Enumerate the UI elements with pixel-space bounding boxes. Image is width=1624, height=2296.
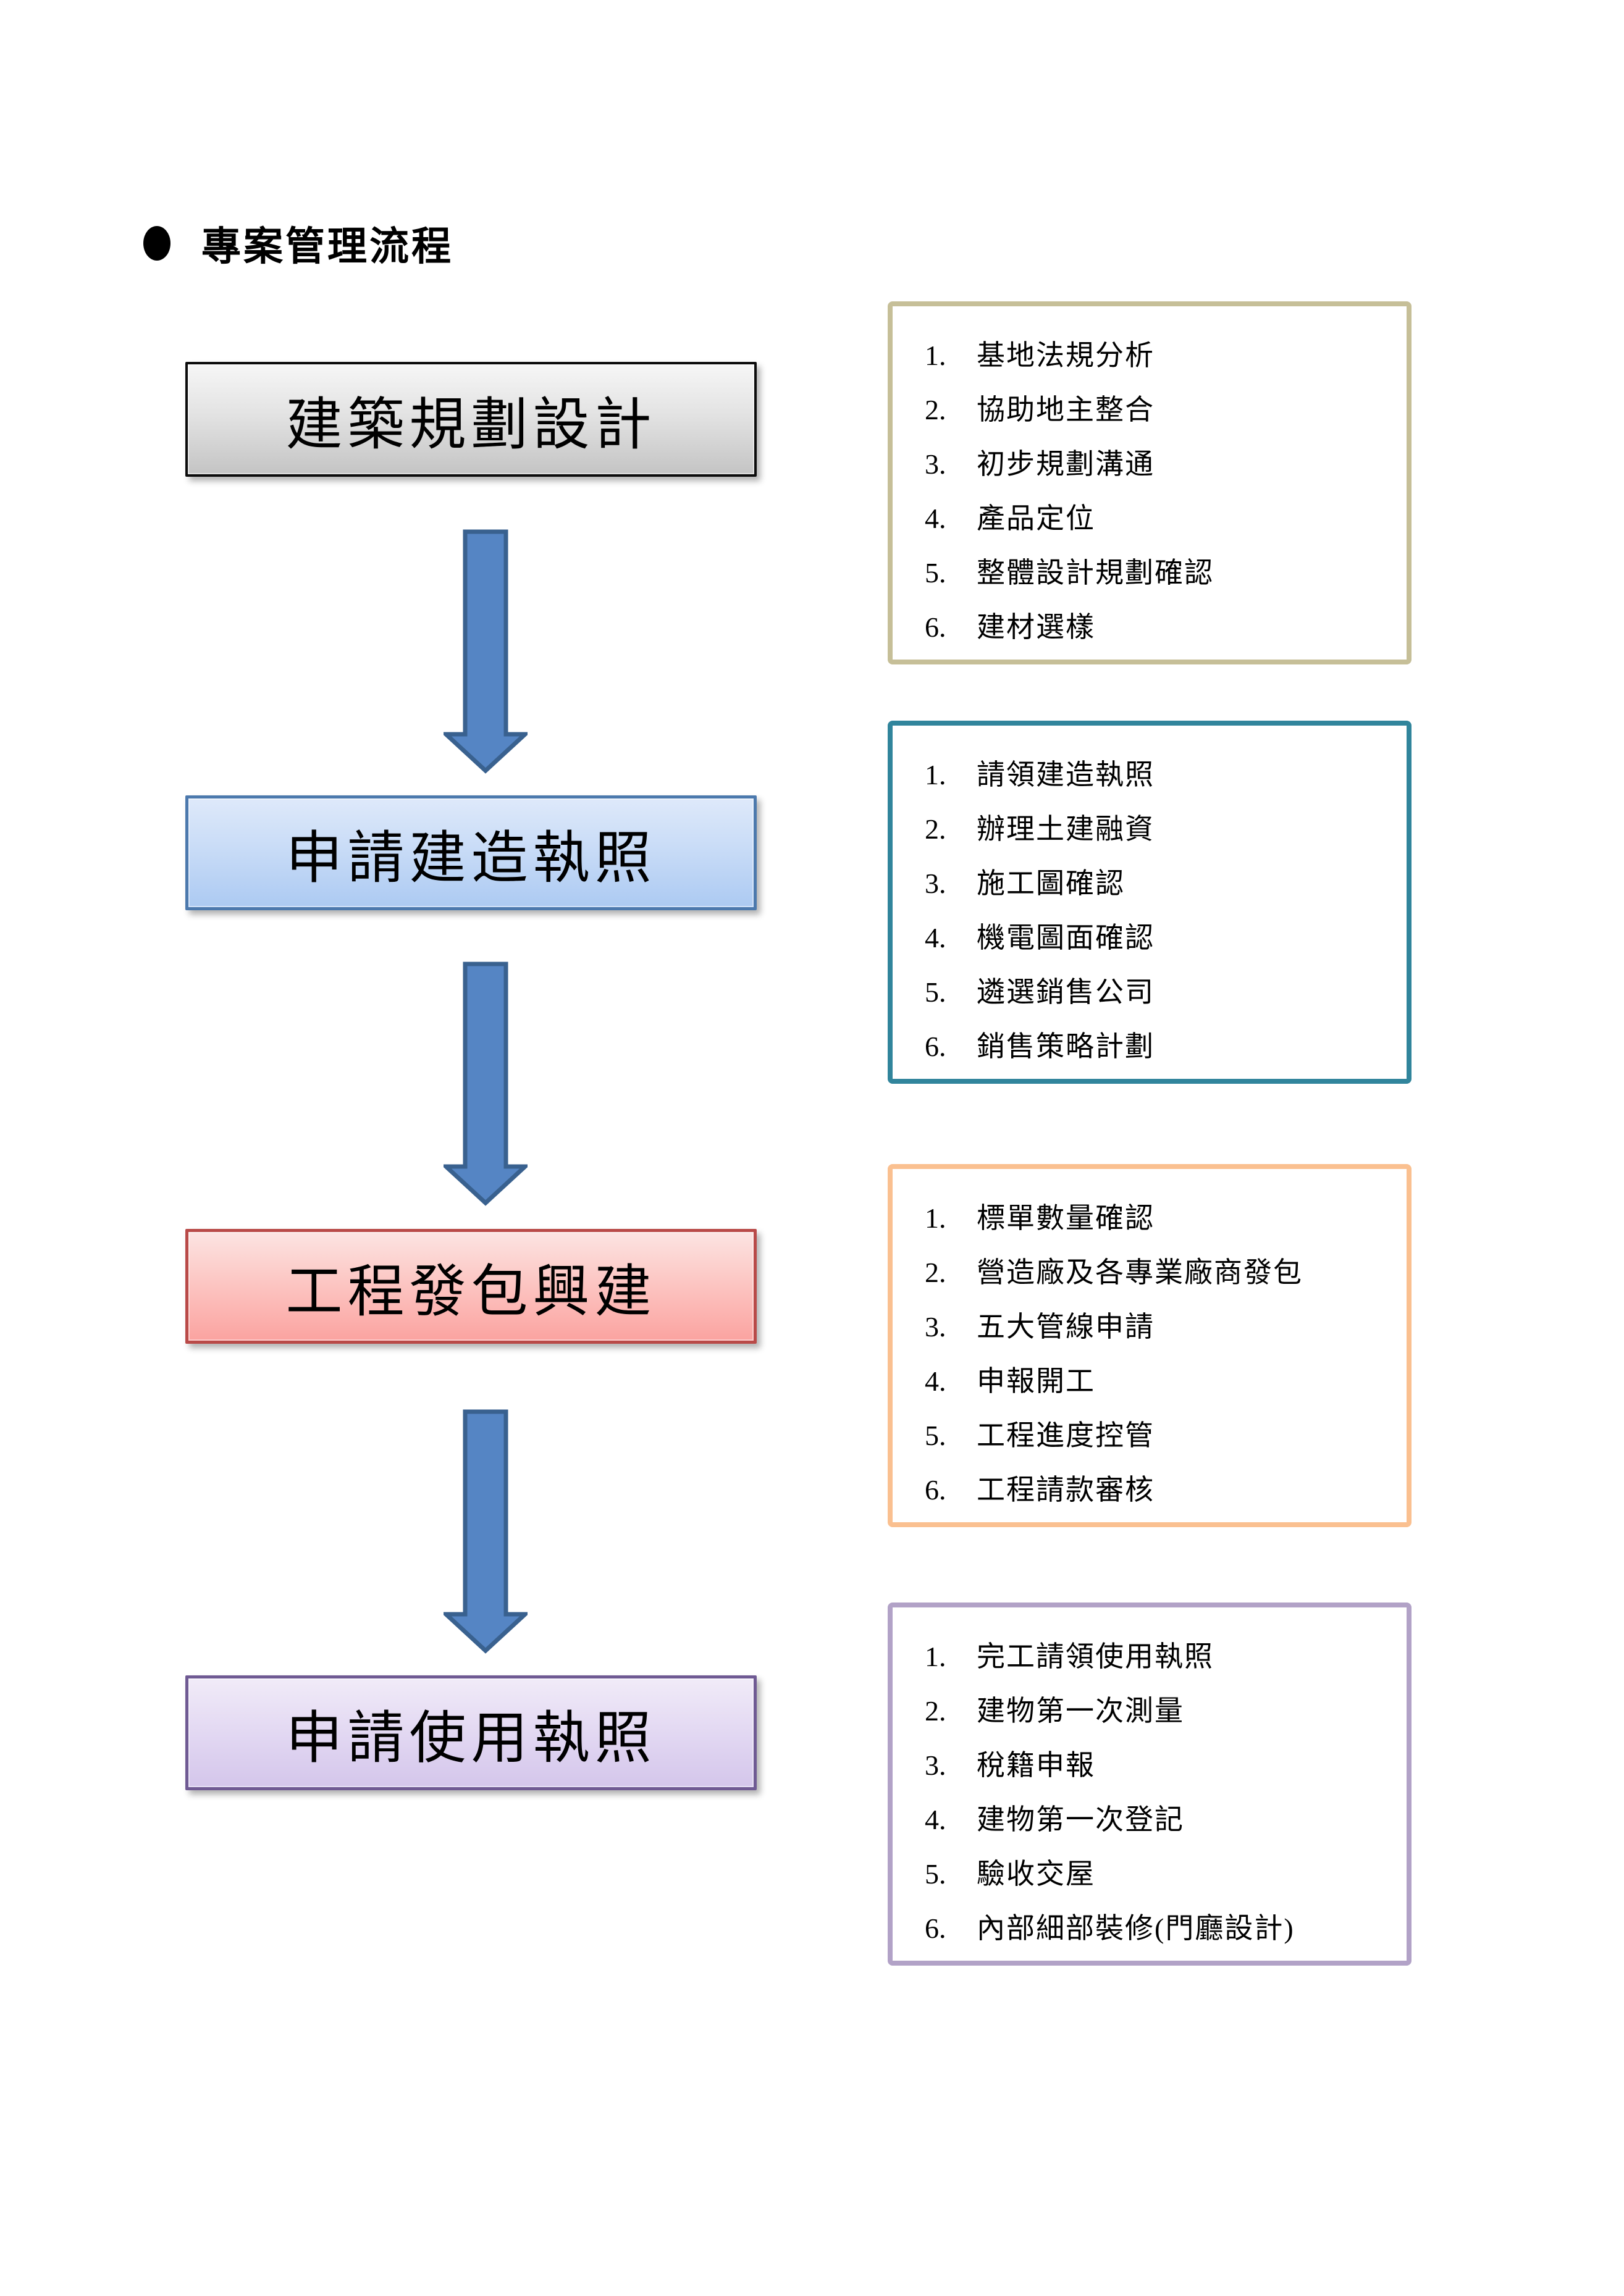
page-title-row: 專案管理流程: [143, 215, 453, 272]
list-item: 辦理土建融資: [977, 813, 1155, 845]
stage-box-building-permit: 申請建造執照: [185, 795, 757, 910]
stage-label: 建築規劃設計: [285, 393, 657, 456]
flow-arrow-down-icon: [444, 962, 528, 1206]
page-title: 專案管理流程: [201, 224, 453, 269]
checklist: 完工請領使用執照 建物第一次測量 稅籍申報 建物第一次登記 驗收交屋 內部細部裝…: [893, 1607, 1407, 1956]
bullet-icon: [143, 226, 170, 261]
checklist-panel-planning-design: 基地法規分析 協助地主整合 初步規劃溝通 產品定位 整體設計規劃確認 建材選樣: [888, 301, 1412, 664]
list-item: 請領建造執照: [977, 759, 1155, 790]
checklist: 基地法規分析 協助地主整合 初步規劃溝通 產品定位 整體設計規劃確認 建材選樣: [893, 306, 1407, 655]
stage-label: 申請建造執照: [285, 826, 657, 890]
flow-arrow-down-icon: [444, 1409, 528, 1654]
list-item: 基地法規分析: [977, 340, 1155, 371]
list-item: 產品定位: [977, 503, 1095, 534]
list-item: 五大管線申請: [977, 1311, 1155, 1343]
list-item: 初步規劃溝通: [977, 448, 1155, 480]
list-item: 機電圖面確認: [977, 922, 1155, 953]
list-item: 協助地主整合: [977, 394, 1155, 425]
list-item: 營造廠及各專業廠商發包: [977, 1257, 1303, 1288]
stage-box-use-permit: 申請使用執照: [185, 1675, 757, 1790]
list-item: 建物第一次登記: [977, 1804, 1184, 1835]
checklist-panel-use-permit: 完工請領使用執照 建物第一次測量 稅籍申報 建物第一次登記 驗收交屋 內部細部裝…: [888, 1603, 1412, 1966]
list-item: 整體設計規劃確認: [977, 557, 1214, 589]
checklist-panel-building-permit: 請領建造執照 辦理土建融資 施工圖確認 機電圖面確認 遴選銷售公司 銷售策略計劃: [888, 721, 1412, 1084]
list-item: 內部細部裝修(門廳設計): [977, 1913, 1295, 1944]
list-item: 遴選銷售公司: [977, 976, 1155, 1008]
list-item: 完工請領使用執照: [977, 1641, 1214, 1672]
list-item: 施工圖確認: [977, 868, 1125, 899]
stage-box-planning-design: 建築規劃設計: [185, 362, 757, 477]
checklist: 請領建造執照 辦理土建融資 施工圖確認 機電圖面確認 遴選銷售公司 銷售策略計劃: [893, 726, 1407, 1074]
list-item: 申報開工: [977, 1365, 1095, 1397]
checklist: 標單數量確認 營造廠及各專業廠商發包 五大管線申請 申報開工 工程進度控管 工程…: [893, 1169, 1407, 1517]
stage-label: 申請使用執照: [285, 1706, 657, 1770]
list-item: 驗收交屋: [977, 1858, 1095, 1890]
list-item: 建材選樣: [977, 611, 1095, 643]
list-item: 工程請款審核: [977, 1474, 1155, 1506]
checklist-panel-construction: 標單數量確認 營造廠及各專業廠商發包 五大管線申請 申報開工 工程進度控管 工程…: [888, 1164, 1412, 1527]
list-item: 標單數量確認: [977, 1202, 1155, 1234]
list-item: 稅籍申報: [977, 1749, 1095, 1781]
flow-arrow-down-icon: [444, 529, 528, 774]
list-item: 建物第一次測量: [977, 1695, 1184, 1727]
list-item: 銷售策略計劃: [977, 1031, 1155, 1062]
stage-box-construction: 工程發包興建: [185, 1229, 757, 1344]
stage-label: 工程發包興建: [285, 1260, 657, 1323]
list-item: 工程進度控管: [977, 1420, 1155, 1451]
